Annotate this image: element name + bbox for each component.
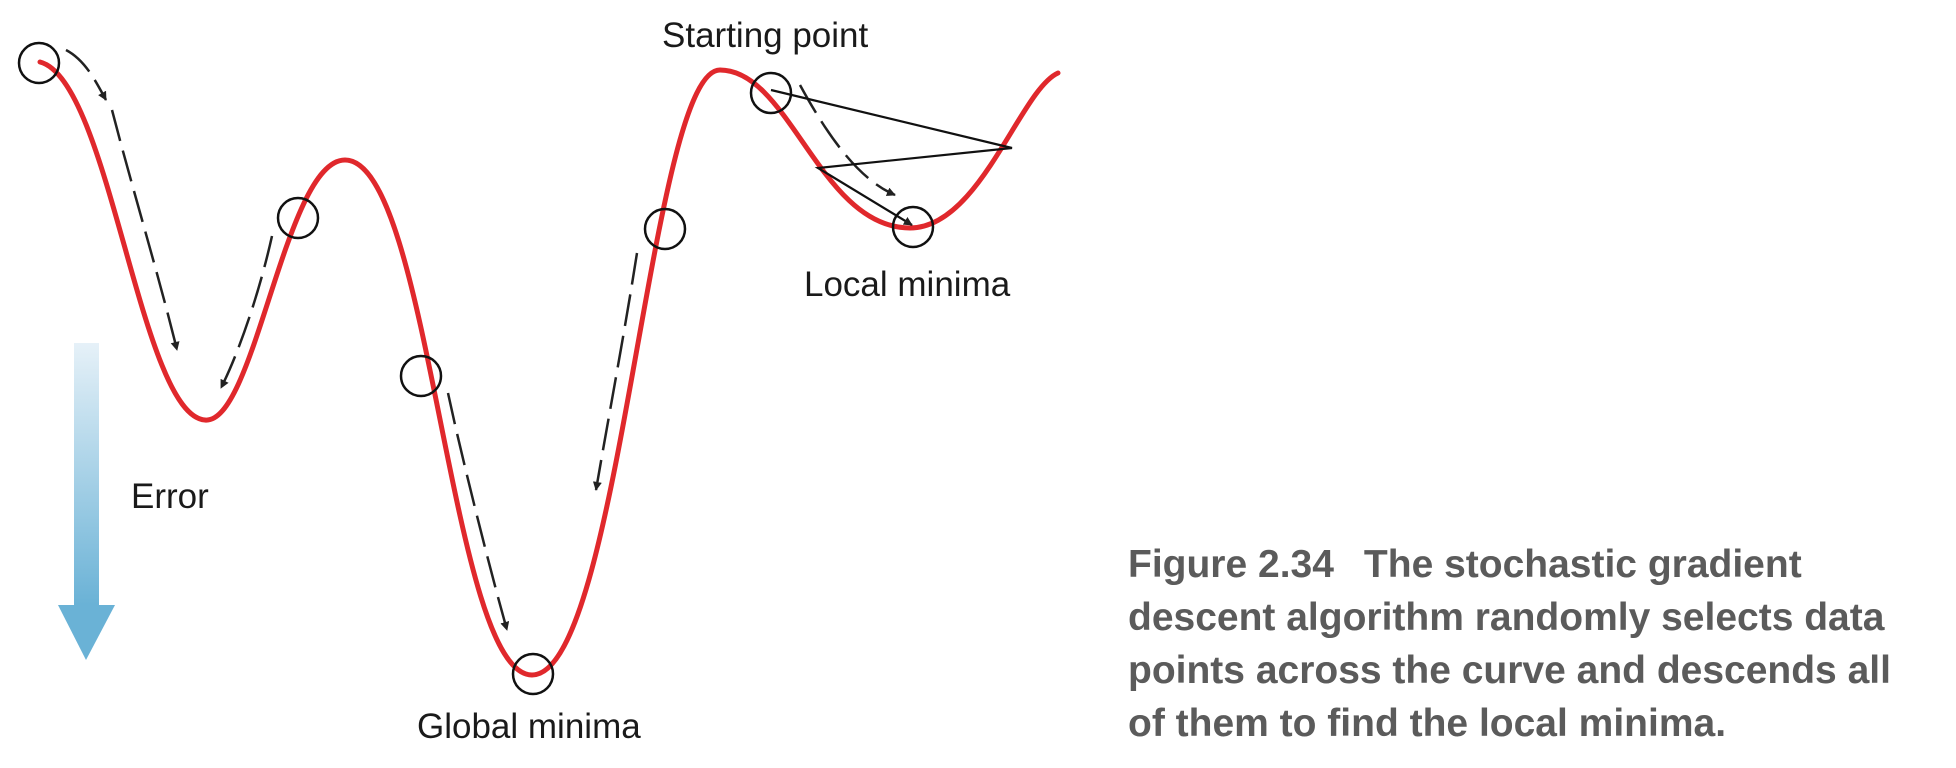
sample-point-circle [511, 652, 555, 696]
stochastic-zigzag-path [770, 88, 1013, 226]
descent-arrow [446, 392, 510, 631]
local-minima-label: Local minima [804, 265, 1011, 304]
caption-text: The stochastic gradient descent algorith… [1128, 543, 1891, 745]
descent-arrow [798, 84, 896, 197]
descent-arrow [592, 252, 639, 491]
sample-point-circle [399, 354, 443, 398]
global-minima-label: Global minima [417, 707, 641, 746]
descent-arrow [110, 109, 180, 351]
descent-arrow [65, 48, 108, 101]
sample-point-circle [749, 71, 793, 115]
figure-number: Figure 2.34 [1128, 543, 1334, 586]
sample-point-circle [276, 196, 320, 240]
sample-point-circle [643, 207, 687, 251]
error-arrow [58, 343, 115, 660]
error-curve [37, 59, 1061, 678]
sample-point-circle [891, 205, 935, 249]
error-label: Error [131, 477, 209, 516]
descent-arrow [219, 235, 274, 389]
sample-point-circle [17, 41, 61, 85]
starting-point-label: Starting point [662, 16, 869, 55]
